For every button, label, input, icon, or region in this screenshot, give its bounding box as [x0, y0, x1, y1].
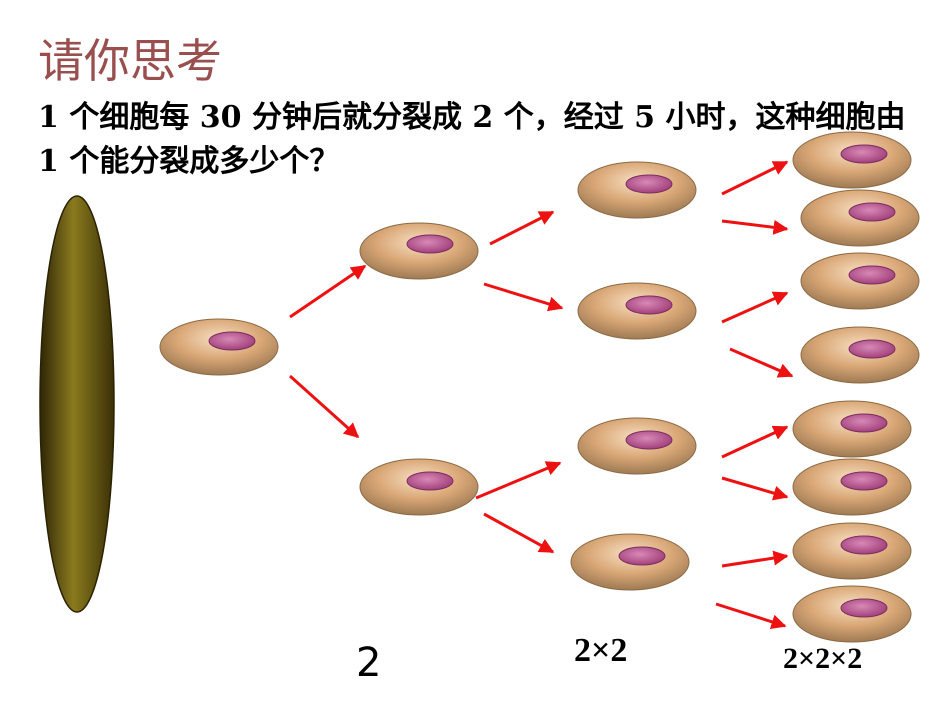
arrow [483, 512, 555, 554]
cell [159, 318, 279, 376]
arrow [721, 550, 789, 568]
generation-label-3: 2×2×2 [783, 642, 863, 675]
arrow [721, 219, 789, 235]
nucleus [625, 174, 673, 194]
arrow [483, 282, 564, 312]
arrow [475, 461, 562, 500]
cell [792, 458, 912, 516]
generation-label-2: 2×2 [574, 632, 628, 669]
cell [792, 522, 912, 580]
elongated-cell [39, 195, 115, 613]
nucleus [406, 471, 454, 491]
cell [577, 417, 697, 475]
nucleus [848, 202, 896, 222]
cell [800, 252, 920, 310]
cells [159, 131, 920, 643]
cell [792, 400, 912, 458]
cell [792, 585, 912, 643]
cell [577, 161, 697, 219]
nucleus [840, 413, 888, 433]
cell [359, 458, 479, 516]
arrow [289, 264, 367, 319]
arrow [489, 210, 555, 246]
arrow [721, 425, 789, 459]
question-text: 1 个细胞每 30 分钟后就分裂成 2 个，经过 5 小时，这种细胞由 1 个能… [38, 100, 906, 179]
cell [570, 533, 690, 591]
nucleus [848, 265, 896, 285]
nucleus [625, 295, 673, 315]
nucleus [840, 598, 888, 618]
cell [800, 326, 920, 384]
nucleus [618, 546, 666, 566]
arrow [729, 347, 794, 378]
arrow [721, 160, 789, 196]
nucleus [840, 471, 888, 491]
nucleus [625, 430, 673, 450]
cell [800, 189, 920, 247]
arrow [721, 291, 789, 324]
cell [577, 282, 697, 340]
generation-label-1: 2 [356, 640, 382, 686]
arrow [288, 374, 360, 439]
nucleus [840, 535, 888, 555]
cell [359, 222, 479, 280]
slide-title: 请你思考 [38, 34, 222, 88]
cell [792, 131, 912, 189]
nucleus [406, 234, 454, 254]
nucleus [848, 339, 896, 359]
arrow [721, 476, 789, 501]
arrow [715, 602, 787, 630]
nucleus [840, 144, 888, 164]
division-arrows [288, 160, 794, 630]
nucleus [208, 331, 256, 351]
